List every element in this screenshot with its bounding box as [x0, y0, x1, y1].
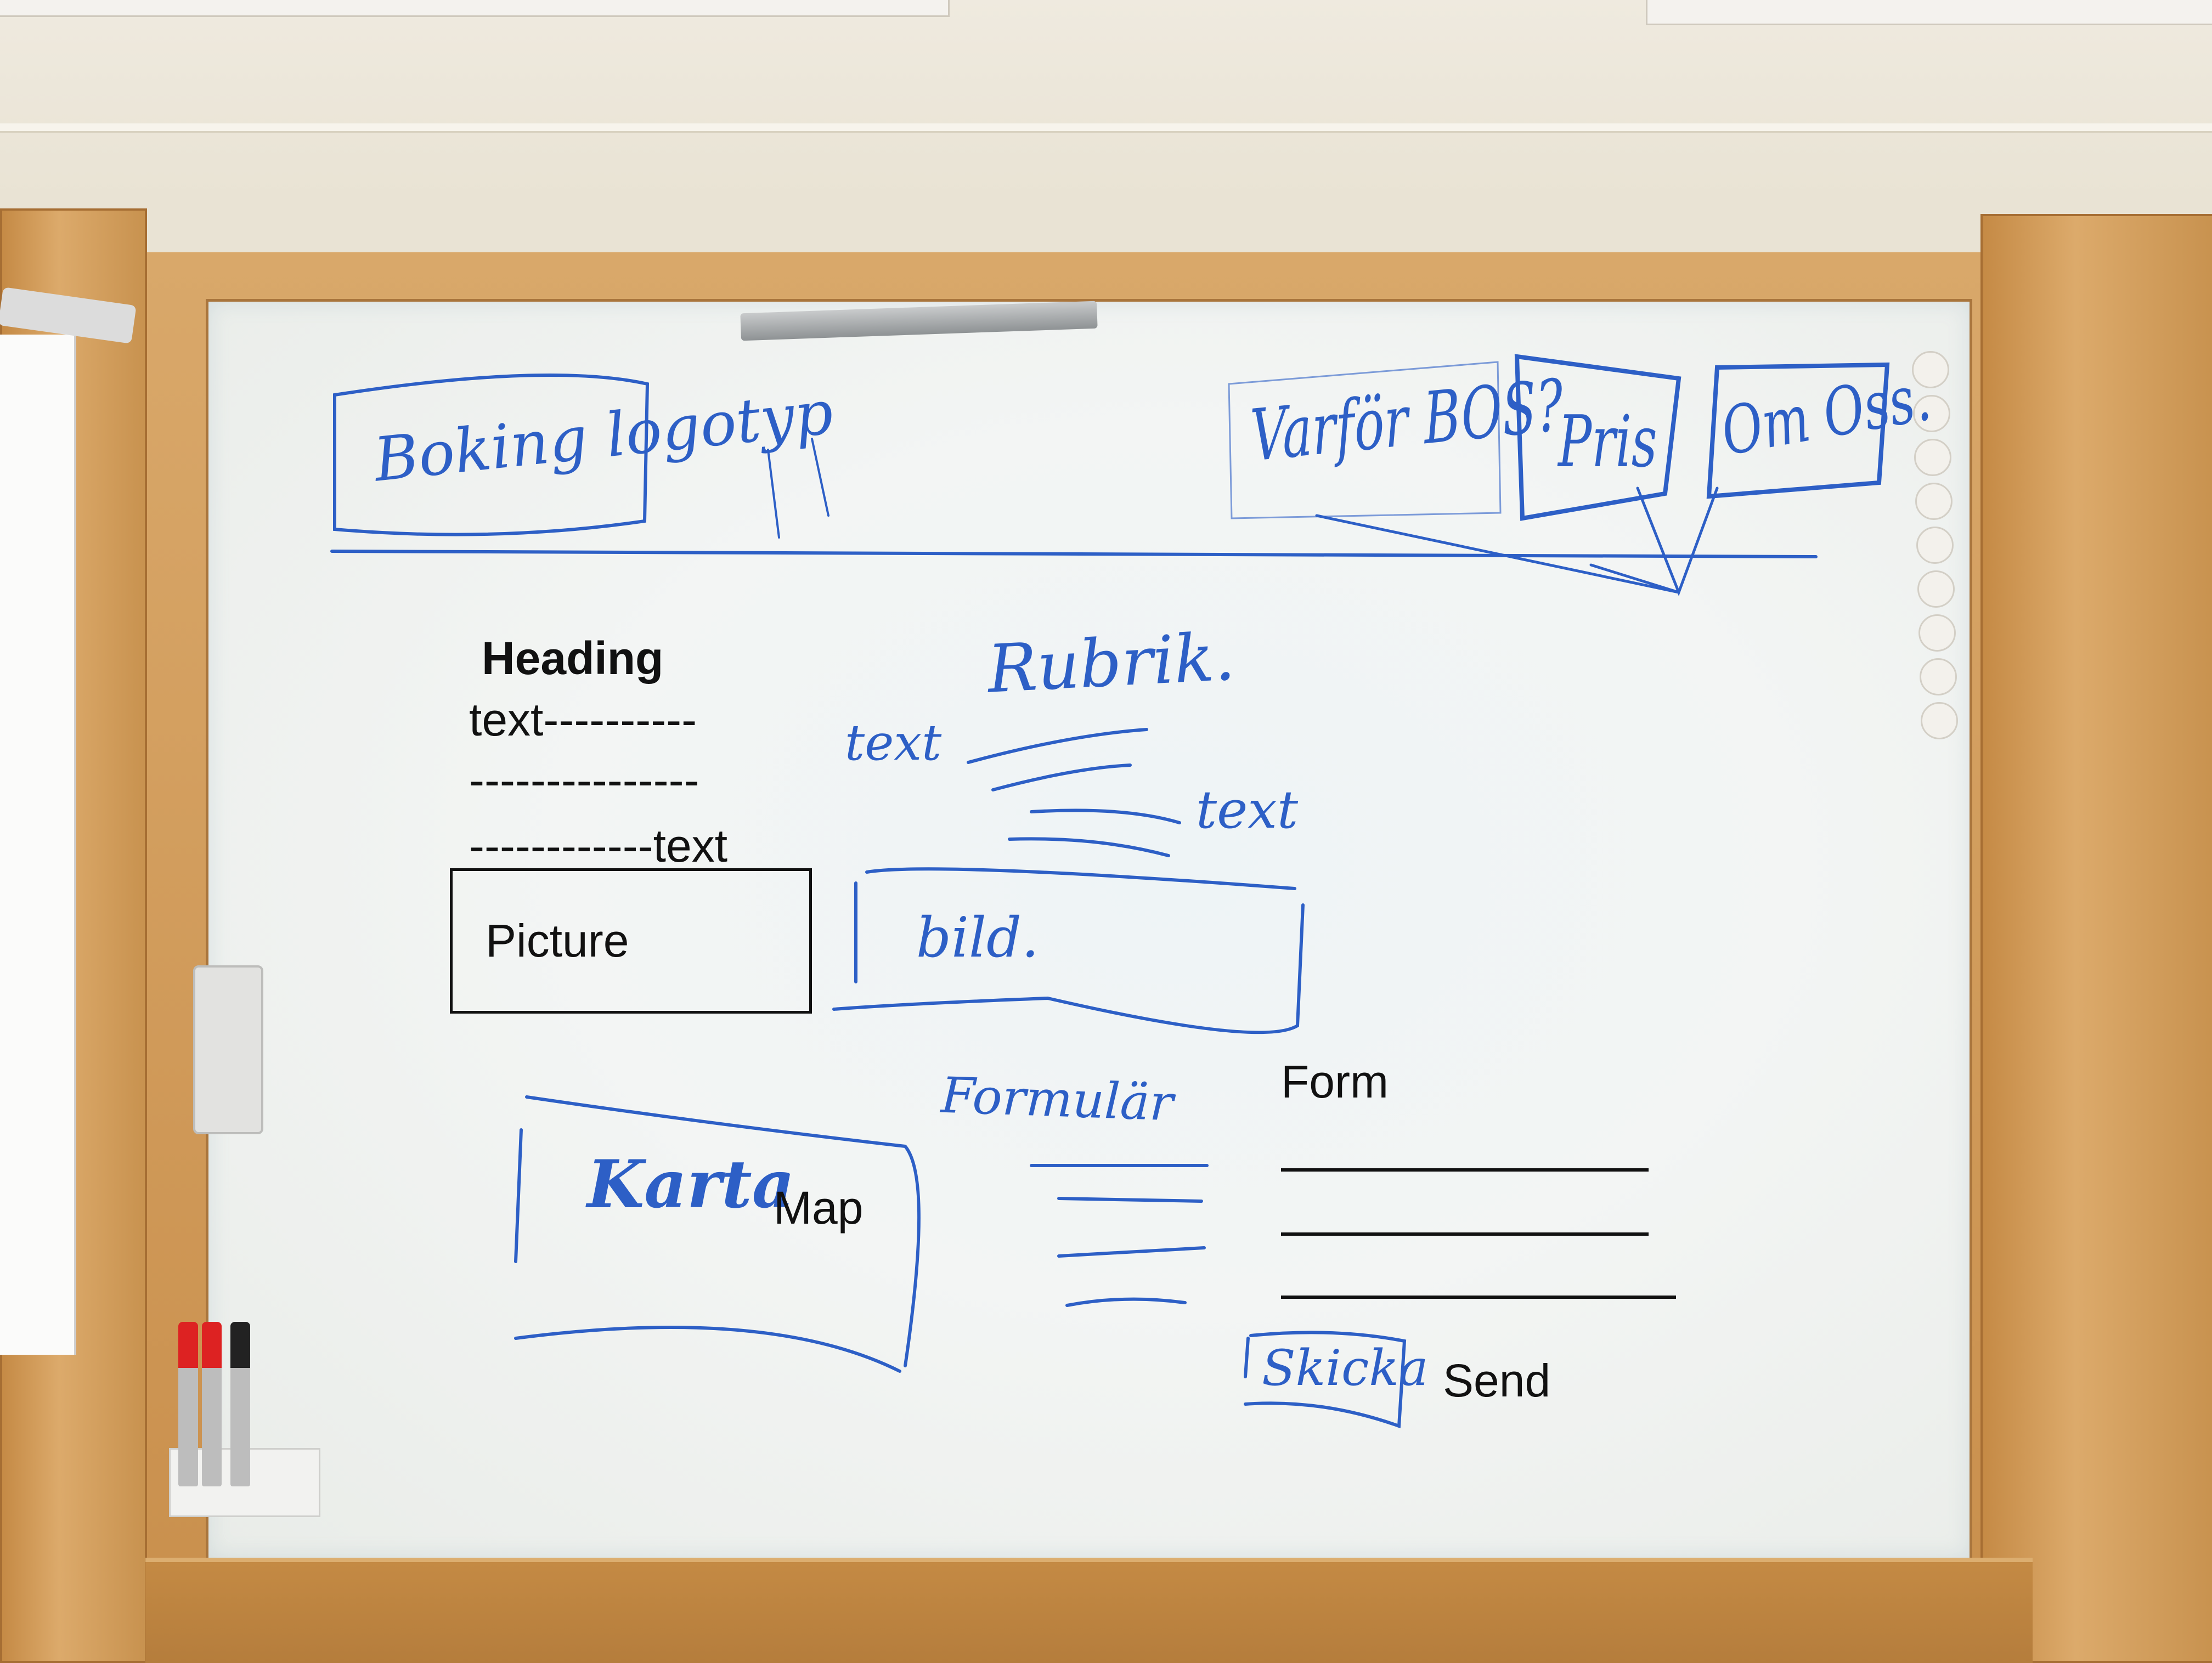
magnet — [1918, 614, 1956, 652]
text-line — [991, 763, 1132, 791]
send-button-sketch — [1244, 1331, 1407, 1429]
nav-links-sketch — [1315, 487, 1719, 597]
magnet — [1920, 658, 1957, 695]
magnet — [1915, 483, 1953, 520]
magnet — [1913, 395, 1950, 432]
logo-box-sketch — [333, 374, 650, 536]
magnet — [1916, 527, 1954, 564]
picture-label: Picture — [486, 915, 629, 966]
hand-formular: Formulär — [940, 1066, 1175, 1133]
ceiling-panel-right — [1646, 0, 2212, 25]
red-marker — [178, 1322, 198, 1486]
whiteboard — [206, 299, 1972, 1560]
text-line — [1030, 808, 1181, 824]
hand-skicka: Skicka — [1262, 1339, 1429, 1397]
nav-price-box — [1514, 354, 1681, 521]
hand-rubrik: Rubrik. — [985, 619, 1237, 708]
form-line — [1057, 1197, 1203, 1203]
magnet — [1921, 702, 1958, 739]
magnet — [1917, 570, 1955, 608]
body-text-line-3: ------------text — [469, 820, 728, 872]
nav-about-box — [1706, 362, 1890, 499]
picture-box-sketch — [832, 867, 1305, 1034]
map-label: Map — [774, 1182, 864, 1234]
black-marker — [230, 1322, 250, 1486]
ceiling-trim — [0, 123, 2212, 133]
hand-text-right: text — [1196, 780, 1299, 840]
picture-placeholder: Picture — [450, 868, 812, 1014]
text-line — [1008, 837, 1170, 857]
magnet — [1914, 439, 1951, 476]
ceiling-panel-left — [0, 0, 950, 17]
header-divider — [330, 550, 1818, 558]
page-heading: Heading — [482, 632, 664, 684]
scribble — [767, 438, 830, 539]
form-line — [1065, 1297, 1187, 1307]
cabinet-door-right — [1980, 214, 2212, 1663]
magnet — [1912, 351, 1949, 388]
red-marker — [202, 1322, 222, 1486]
hand-price: Pris — [1558, 400, 1657, 483]
whiteboard-eraser — [193, 965, 263, 1134]
map-box-sketch — [514, 1095, 921, 1373]
hand-karta: Karta — [587, 1146, 795, 1223]
board-tray — [145, 1558, 2033, 1663]
hand-bild: bild. — [916, 906, 1039, 970]
form-line — [1057, 1246, 1206, 1258]
hand-text-left: text — [845, 714, 942, 772]
form-label: Form — [1281, 1056, 1389, 1107]
flipchart-paper — [0, 335, 76, 1355]
text-line — [967, 728, 1148, 764]
send-label: Send — [1443, 1355, 1551, 1406]
body-text-line-2: --------------- — [469, 754, 699, 806]
body-text-line-1: text---------- — [469, 694, 697, 745]
nav-why-box — [1228, 361, 1502, 519]
